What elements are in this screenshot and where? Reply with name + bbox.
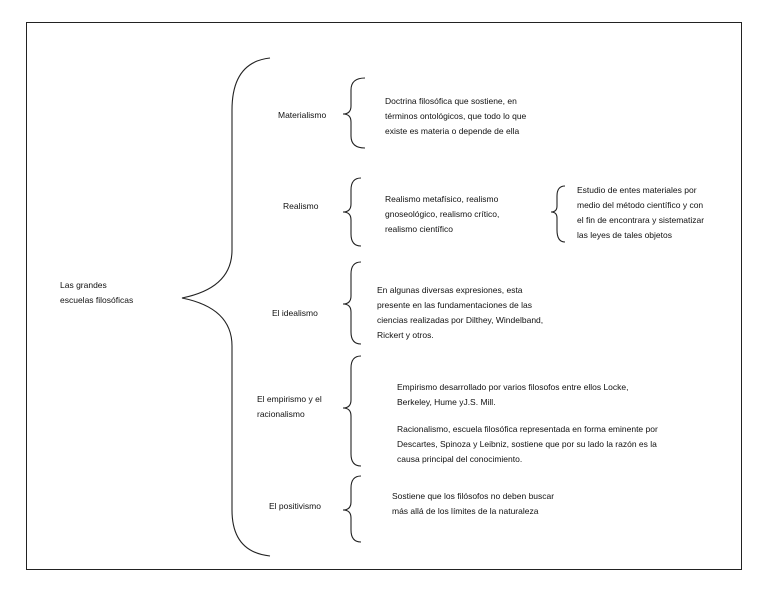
- school-description: Doctrina filosófica que sostiene, en tér…: [385, 94, 526, 139]
- realismo-brace: [342, 177, 362, 247]
- desc-line: las leyes de tales objetos: [577, 230, 672, 240]
- empirismo-brace: [342, 355, 362, 467]
- desc-line: Sostiene que los filósofos no deben busc…: [392, 491, 555, 501]
- idealismo-brace: [342, 261, 362, 345]
- desc-line: Estudio de entes materiales por: [577, 185, 697, 195]
- desc-line: Realismo metafísico, realismo: [385, 194, 499, 204]
- positivismo-brace: [342, 475, 362, 543]
- realismo-sub-brace: [550, 185, 566, 243]
- desc-line: Empirismo desarrollado por varios filoso…: [397, 382, 629, 392]
- desc-line: gnoseológico, realismo crítico,: [385, 209, 500, 219]
- desc-line: el fin de encontrara y sistematizar: [577, 215, 705, 225]
- root-line: escuelas filosóficas: [60, 295, 134, 305]
- root-line: Las grandes: [60, 280, 107, 290]
- school-name: El empirismo y el racionalismo: [257, 392, 322, 422]
- school-description: Sostiene que los filósofos no deben busc…: [392, 489, 554, 519]
- school-name: El idealismo: [272, 308, 318, 318]
- school-name: Realismo: [283, 201, 319, 211]
- desc-line: más allá de los límites de la naturaleza: [392, 506, 539, 516]
- desc-line: Racionalismo, escuela filosófica represe…: [397, 424, 658, 434]
- desc-line: causa principal del conocimiento.: [397, 454, 523, 464]
- main-brace: [181, 57, 271, 557]
- root-label: Las grandes escuelas filosóficas: [60, 278, 133, 308]
- materialismo-brace: [342, 77, 366, 149]
- school-name: El positivismo: [269, 501, 321, 511]
- school-description: Realismo metafísico, realismo gnoseológi…: [385, 192, 499, 237]
- desc-line: Descartes, Spinoza y Leibniz, sostiene q…: [397, 439, 657, 449]
- desc-line: realismo científico: [385, 224, 454, 234]
- desc-line: presente en las fundamentaciones de las: [377, 300, 532, 310]
- school-description-racionalismo: Racionalismo, escuela filosófica represe…: [397, 422, 658, 467]
- desc-line: Rickert y otros.: [377, 330, 434, 340]
- school-description-empirismo: Empirismo desarrollado por varios filoso…: [397, 380, 629, 410]
- name-line: racionalismo: [257, 409, 305, 419]
- desc-line: medio del método científico y con: [577, 200, 704, 210]
- desc-line: Doctrina filosófica que sostiene, en: [385, 96, 517, 106]
- name-line: El empirismo y el: [257, 394, 322, 404]
- desc-line: ciencias realizadas por Dilthey, Windelb…: [377, 315, 544, 325]
- desc-line: En algunas diversas expresiones, esta: [377, 285, 523, 295]
- school-description: En algunas diversas expresiones, esta pr…: [377, 283, 543, 343]
- desc-line: términos ontológicos, que todo lo que: [385, 111, 527, 121]
- school-sub-description: Estudio de entes materiales por medio de…: [577, 183, 704, 243]
- diagram-frame: [26, 22, 742, 570]
- desc-line: existe es materia o depende de ella: [385, 126, 520, 136]
- desc-line: Berkeley, Hume yJ.S. Mill.: [397, 397, 496, 407]
- school-name: Materialismo: [278, 110, 327, 120]
